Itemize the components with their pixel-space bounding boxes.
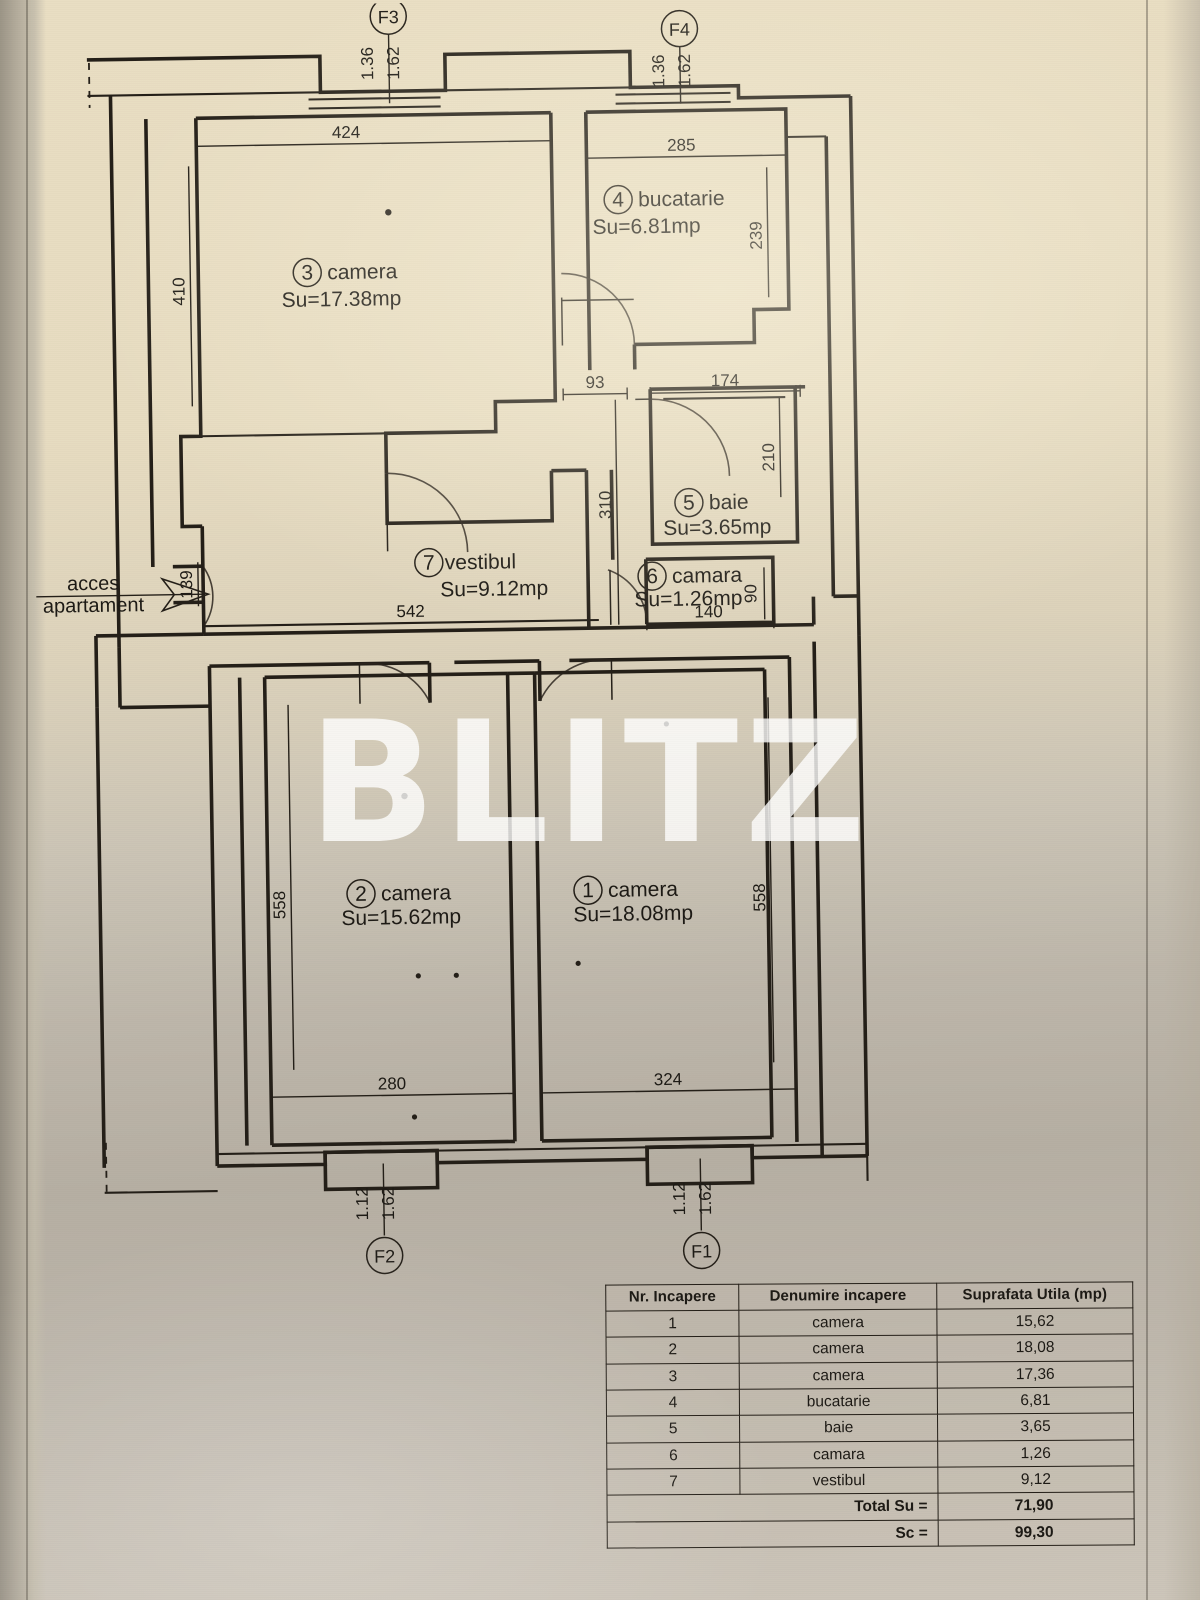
paper-right-edge-shadow <box>1164 0 1200 1600</box>
svg-text:Su=17.38mp: Su=17.38mp <box>282 287 402 312</box>
table-header-row: Nr. Incapere Denumire incapere Suprafata… <box>605 1281 1133 1311</box>
sc-label: Sc = <box>607 1519 939 1549</box>
cell-nr: 7 <box>606 1468 741 1496</box>
svg-text:1.62: 1.62 <box>675 54 695 87</box>
svg-text:558: 558 <box>750 883 769 912</box>
svg-text:Su=15.62mp: Su=15.62mp <box>341 905 461 930</box>
cell-denumire: camera <box>739 1308 938 1337</box>
header-suprafata-utila: Suprafata Utila (mp) <box>936 1281 1133 1309</box>
cell-denumire: camara <box>739 1440 938 1469</box>
svg-text:239: 239 <box>747 221 766 250</box>
svg-text:Su=9.12mp: Su=9.12mp <box>440 577 548 602</box>
svg-text:4: 4 <box>612 189 624 212</box>
svg-text:542: 542 <box>396 602 425 621</box>
svg-text:280: 280 <box>378 1074 407 1093</box>
header-denumire-incapere: Denumire incapere <box>738 1283 937 1311</box>
sheet-frame-left <box>26 0 28 1600</box>
cell-denumire: vestibul <box>740 1467 938 1495</box>
cell-denumire: bucatarie <box>739 1387 938 1416</box>
svg-text:1.36: 1.36 <box>649 54 669 87</box>
cell-suprafata: 3,65 <box>937 1413 1134 1441</box>
table-summary-row: Sc =99,30 <box>607 1518 1135 1549</box>
svg-text:Su=1.26mp: Su=1.26mp <box>634 587 742 612</box>
cell-nr: 5 <box>606 1415 740 1443</box>
cell-nr: 4 <box>606 1389 740 1417</box>
cell-suprafata: 1,26 <box>937 1439 1134 1468</box>
svg-text:F1: F1 <box>691 1241 712 1261</box>
svg-text:90: 90 <box>741 584 760 603</box>
svg-text:139: 139 <box>177 570 196 599</box>
svg-text:310: 310 <box>596 491 615 520</box>
svg-text:1.62: 1.62 <box>696 1182 716 1215</box>
svg-text:bucatarie: bucatarie <box>638 187 725 211</box>
cell-denumire: camera <box>739 1335 938 1363</box>
svg-text:F3: F3 <box>378 7 399 27</box>
paper-left-edge-shadow <box>0 0 46 1600</box>
svg-text:camera: camera <box>381 881 452 905</box>
svg-text:camara: camara <box>672 564 743 588</box>
svg-text:Su=6.81mp: Su=6.81mp <box>592 214 700 239</box>
cell-nr: 3 <box>606 1362 740 1390</box>
svg-text:1.62: 1.62 <box>379 1187 399 1220</box>
svg-text:6: 6 <box>646 565 658 588</box>
svg-text:acces: acces <box>67 573 120 596</box>
svg-text:F4: F4 <box>669 20 690 40</box>
svg-text:camera: camera <box>608 878 679 902</box>
svg-text:324: 324 <box>654 1070 683 1089</box>
svg-text:558: 558 <box>270 891 289 920</box>
svg-text:1: 1 <box>582 879 594 902</box>
svg-text:F2: F2 <box>374 1246 395 1266</box>
total-su-value: 71,90 <box>937 1492 1135 1520</box>
svg-text:1.12: 1.12 <box>670 1182 690 1215</box>
svg-text:410: 410 <box>169 277 188 306</box>
cell-nr: 6 <box>606 1441 741 1470</box>
sc-value: 99,30 <box>938 1518 1135 1547</box>
svg-text:285: 285 <box>667 135 696 154</box>
table-summary-row: Total Su =71,90 <box>606 1492 1135 1522</box>
svg-text:Su=3.65mp: Su=3.65mp <box>663 515 771 540</box>
svg-text:Su=18.08mp: Su=18.08mp <box>573 902 693 927</box>
svg-text:7: 7 <box>423 552 435 575</box>
header-nr-incapere: Nr. Incapere <box>605 1284 740 1311</box>
svg-text:vestibul: vestibul <box>445 550 517 574</box>
cell-suprafata: 18,08 <box>937 1334 1134 1362</box>
svg-text:424: 424 <box>332 123 361 142</box>
sheet-frame-right <box>1146 0 1148 1600</box>
total-su-label: Total Su = <box>606 1493 939 1522</box>
room-schedule-table: Nr. Incapere Denumire incapere Suprafata… <box>605 1281 1135 1549</box>
svg-text:camera: camera <box>327 260 398 284</box>
cell-suprafata: 15,62 <box>936 1307 1134 1336</box>
svg-text:140: 140 <box>694 602 723 621</box>
svg-text:93: 93 <box>585 373 604 392</box>
svg-text:1.62: 1.62 <box>384 46 404 79</box>
cell-nr: 1 <box>605 1310 740 1338</box>
svg-text:1.36: 1.36 <box>358 47 378 80</box>
cell-denumire: baie <box>739 1414 938 1442</box>
svg-text:1.12: 1.12 <box>353 1187 373 1220</box>
cell-suprafata: 9,12 <box>937 1465 1134 1494</box>
svg-text:174: 174 <box>711 371 740 390</box>
svg-text:5: 5 <box>683 491 695 514</box>
cell-denumire: camera <box>739 1361 938 1390</box>
svg-text:baie: baie <box>709 491 749 515</box>
svg-text:3: 3 <box>301 261 313 284</box>
cell-suprafata: 6,81 <box>937 1386 1134 1415</box>
cell-suprafata: 17,36 <box>937 1360 1134 1388</box>
svg-text:2: 2 <box>355 883 367 906</box>
svg-text:210: 210 <box>759 443 778 472</box>
svg-text:apartament: apartament <box>43 594 145 618</box>
cell-nr: 2 <box>606 1336 740 1364</box>
